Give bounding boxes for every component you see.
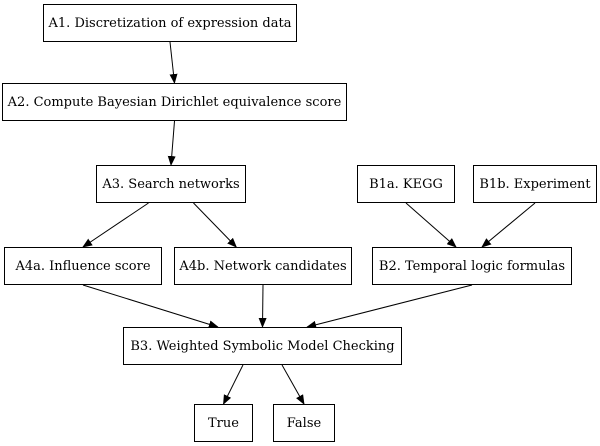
arrow-b1b-to-b2	[481, 202, 536, 248]
node-a2-bde-score: A2. Compute Bayesian Dirichlet equivalen…	[2, 83, 347, 121]
node-b1a-kegg: B1a. KEGG	[357, 165, 455, 203]
node-a3-search-networks: A3. Search networks	[96, 165, 246, 203]
arrow-a3-to-a4b	[193, 202, 237, 248]
node-b3-model-checking: B3. Weighted Symbolic Model Checking	[123, 327, 402, 365]
node-a1-discretization: A1. Discretization of expression data	[43, 4, 297, 42]
node-b1b-experiment: B1b. Experiment	[473, 165, 597, 203]
arrow-a4a-to-b3	[82, 284, 219, 329]
arrow-a1-to-a2	[169, 41, 178, 84]
arrow-a3-to-a4a	[82, 202, 149, 248]
arrow-a4b-to-b3	[258, 284, 267, 328]
node-b2-temporal-logic: B2. Temporal logic formulas	[372, 247, 572, 285]
arrow-a2-to-a3	[167, 120, 176, 166]
node-a4b-network-candidates: A4b. Network candidates	[174, 247, 352, 285]
node-true: True	[194, 404, 253, 442]
arrow-b3-to-false	[281, 364, 305, 405]
arrow-b2-to-b3	[306, 284, 473, 329]
node-a4a-influence-score: A4a. Influence score	[4, 247, 162, 285]
node-false: False	[273, 404, 335, 442]
arrow-b1a-to-b2	[405, 202, 457, 248]
arrow-b3-to-true	[223, 364, 244, 405]
